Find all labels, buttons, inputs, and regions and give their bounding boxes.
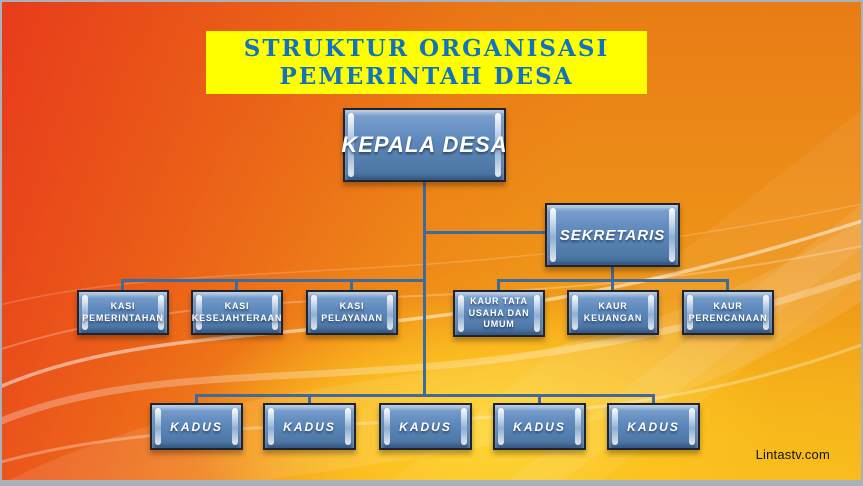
title-banner: STRUKTUR ORGANISASI PEMERINTAH DESA <box>206 31 647 94</box>
connector-kasi-bus <box>121 279 426 282</box>
org-box-kepala-desa: KEPALA DESA <box>341 108 507 182</box>
org-box-kaur-perencanaan-label: KAUR PERENCANAAN <box>688 300 768 323</box>
org-box-kepala-desa-label: KEPALA DESA <box>341 132 508 157</box>
org-box-kadus-5-label: KADUS <box>627 419 680 434</box>
org-box-kasi-kesejahteraan-label: KASI KESEJAHTERAAN <box>191 300 283 323</box>
org-box-kadus-3-label: KADUS <box>399 419 452 434</box>
org-box-kadus-3: KADUS <box>379 403 472 450</box>
title-line-1: STRUKTUR ORGANISASI <box>243 34 610 62</box>
org-box-kaur-perencanaan: KAUR PERENCANAAN <box>682 290 774 335</box>
org-box-kadus-1: KADUS <box>150 403 243 450</box>
org-box-sekretaris: SEKRETARIS <box>545 203 680 267</box>
org-box-kaur-keuangan: KAUR KEUANGAN <box>567 290 659 335</box>
org-box-kaur-tata-usaha-label: KAUR TATA USAHA DAN UMUM <box>468 295 530 330</box>
connector-root-to-sekretaris <box>423 231 546 234</box>
org-box-kadus-4-label: KADUS <box>513 419 566 434</box>
org-box-kasi-kesejahteraan: KASI KESEJAHTERAAN <box>191 290 283 335</box>
watermark-text: Lintastv.com <box>755 447 830 462</box>
org-box-kasi-pelayanan: KASI PELAYANAN <box>306 290 398 335</box>
org-box-kadus-5: KADUS <box>607 403 700 450</box>
connector-root-vertical <box>423 182 426 396</box>
connector-stub-kadus-1 <box>195 394 198 405</box>
connector-stub-kadus-4 <box>538 394 541 405</box>
org-box-kaur-tata-usaha: KAUR TATA USAHA DAN UMUM <box>453 290 545 337</box>
org-box-sekretaris-label: SEKRETARIS <box>559 226 666 244</box>
connector-stub-kadus-5 <box>652 394 655 405</box>
org-box-kasi-pemerintahan-label: KASI PEMERINTAHAN <box>82 300 164 323</box>
org-box-kadus-2-label: KADUS <box>283 419 336 434</box>
org-box-kadus-1-label: KADUS <box>170 419 223 434</box>
connector-kadus-bus <box>195 394 655 397</box>
title-line-2: PEMERINTAH DESA <box>279 62 574 90</box>
org-box-kadus-2: KADUS <box>263 403 356 450</box>
org-box-kadus-4: KADUS <box>493 403 586 450</box>
org-box-kasi-pemerintahan: KASI PEMERINTAHAN <box>77 290 169 335</box>
org-box-kasi-pelayanan-label: KASI PELAYANAN <box>321 300 383 323</box>
connector-stub-kadus-2 <box>308 394 311 405</box>
org-box-kaur-keuangan-label: KAUR KEUANGAN <box>583 300 643 323</box>
